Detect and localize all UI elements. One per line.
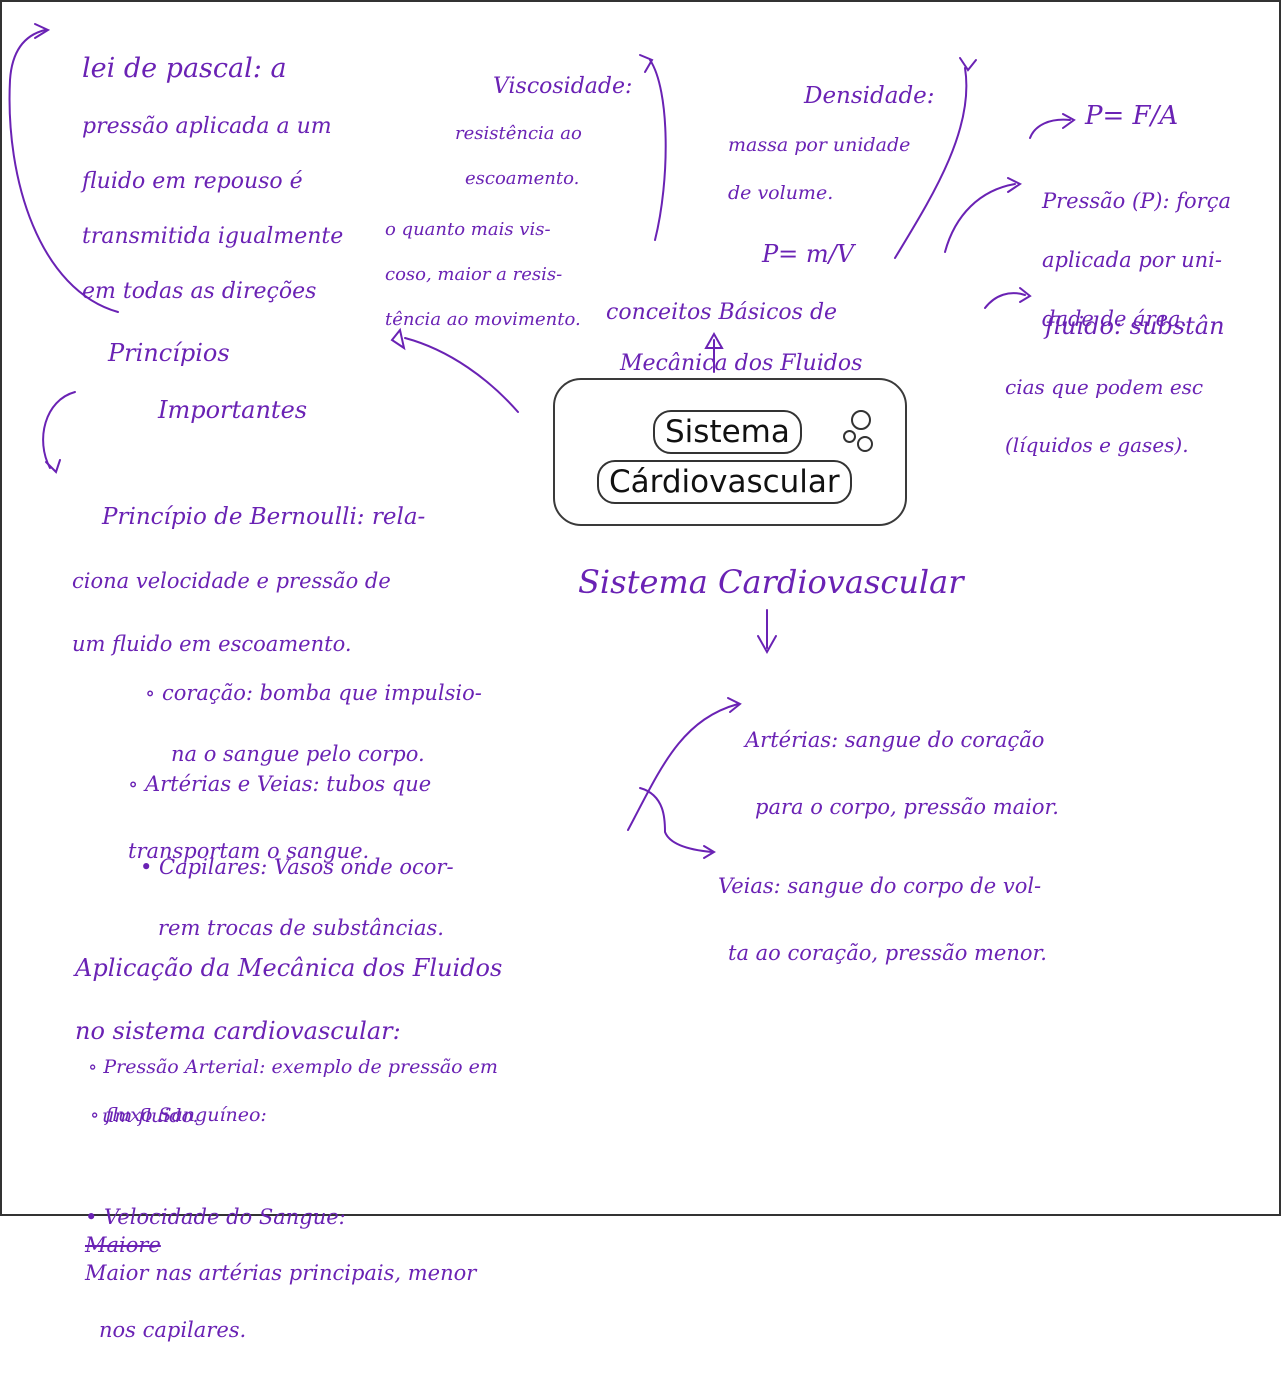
pressao-line-3: dade de área. xyxy=(1042,306,1188,331)
principios-line-2: Importantes xyxy=(158,396,308,425)
conceitos-line-1: conceitos Básicos de xyxy=(606,300,838,326)
notebook-page xyxy=(0,0,1281,1216)
central-topic-line-1: Sistema xyxy=(653,410,802,454)
veias-line-2: ta ao coração, pressão menor. xyxy=(728,940,1047,965)
veias-note: Veias: sangue do corpo de vol- ta ao cor… xyxy=(718,836,1047,1004)
pressao-arterial-line-2: um fluido. xyxy=(102,1105,199,1128)
fluido-line-1: fluido: substân xyxy=(1045,312,1225,340)
capilares-note: • Capilares: Vasos onde ocor- rem trocas… xyxy=(140,822,454,974)
coracao-note: ∘ coração: bomba que impulsio- na o sang… xyxy=(145,648,482,800)
fluido-line-3: (líquidos e gases). xyxy=(1005,432,1189,457)
principios-note: Princípios Importantes xyxy=(108,310,307,454)
viscosidade-line-3: o quanto mais vis- xyxy=(385,218,551,240)
pressao-arterial-line-1: ∘ Pressão Arterial: exemplo de pressão e… xyxy=(88,1055,498,1078)
viscosidade-title: Viscosidade: xyxy=(493,73,633,99)
velocidade-line-1: • Velocidade do Sangue: Maiore Maior nas… xyxy=(85,1174,1275,1287)
capilares-line-2: rem trocas de substâncias. xyxy=(158,916,444,941)
fluxo-note: ∘ fluxo Sanguíneo: xyxy=(90,1104,267,1126)
conceitos-line-2: Mecânica dos Fluidos xyxy=(620,350,863,376)
velocidade-note: • Velocidade do Sangue: Maiore Maior nas… xyxy=(85,1146,1275,1373)
viscosidade-line-1: resistência ao xyxy=(455,122,582,144)
viscosidade-note: Viscosidade: resistência ao escoamento. … xyxy=(385,50,655,354)
pressao-line-1: Pressão (P): força xyxy=(1042,189,1231,214)
fluido-note: fluido: substân cias que podem esc (líqu… xyxy=(1005,280,1277,489)
viscosidade-line-5: tência ao movimento. xyxy=(385,308,581,330)
coracao-line-2: na o sangue pelo corpo. xyxy=(171,742,425,767)
arterias-veias-line-1: ∘ Artérias e Veias: tubos que xyxy=(128,771,432,796)
central-topic-box: Sistema Cárdiovascular xyxy=(553,378,907,526)
principios-line-1: Princípios xyxy=(108,338,230,367)
aplicacao-line-2: no sistema cardiovascular: xyxy=(75,1016,401,1045)
densidade-title: Densidade: xyxy=(804,82,935,109)
conceitos-note: conceitos Básicos de Mecânica dos Fluido… xyxy=(598,275,862,401)
densidade-formula: P= m/V xyxy=(762,240,855,269)
densidade-note: Densidade: massa por unidade de volume. … xyxy=(728,58,988,293)
arterias-note: Artérias: sangue do coração para o corpo… xyxy=(745,690,1059,858)
bernoulli-line-2: ciona velocidade e pressão de xyxy=(72,568,391,593)
thought-bubble-medium xyxy=(857,436,873,452)
coracao-line-1: ∘ coração: bomba que impulsio- xyxy=(145,681,482,706)
arterias-veias-note: ∘ Artérias e Veias: tubos que transporta… xyxy=(128,734,431,902)
bernoulli-line-1: Princípio de Bernoulli: rela- xyxy=(102,503,426,530)
aplicacao-line-1: Aplicação da Mecânica dos Fluidos xyxy=(75,954,503,983)
velocidade-struck-word: Maiore xyxy=(85,1233,161,1258)
fluido-line-2: cias que podem esc xyxy=(1005,374,1204,399)
capilares-line-1: • Capilares: Vasos onde ocor- xyxy=(140,855,454,880)
pressao-note: Pressão (P): força aplicada por uni- dad… xyxy=(1042,158,1231,364)
sistema-cardiovascular-heading: Sistema Cardiovascular xyxy=(578,563,964,601)
thought-bubble-small xyxy=(843,430,856,443)
velocidade-prefix: • Velocidade do Sangue: xyxy=(85,1204,346,1229)
viscosidade-line-4: coso, maior a resis- xyxy=(385,263,563,285)
pressao-line-2: aplicada por uni- xyxy=(1042,248,1222,273)
bernoulli-note: Princípio de Bernoulli: rela- ciona velo… xyxy=(72,468,425,692)
central-topic-line-2: Cárdiovascular xyxy=(597,460,852,504)
thought-bubble-large xyxy=(851,410,871,430)
arterias-veias-line-2: transportam o sangue. xyxy=(128,838,370,863)
densidade-line-1: massa por unidade xyxy=(728,134,911,157)
velocidade-line-2: nos capilares. xyxy=(99,1318,247,1343)
viscosidade-line-2: escoamento. xyxy=(465,167,580,189)
arterias-line-2: para o corpo, pressão maior. xyxy=(755,794,1059,819)
velocidade-rest: Maior nas artérias principais, menor xyxy=(85,1261,477,1286)
bernoulli-line-3: um fluido em escoamento. xyxy=(72,631,352,656)
pascal-line-3: fluido em repouso é xyxy=(82,168,303,194)
pascal-line-1: lei de pascal: a xyxy=(82,52,287,84)
pressao-formula: P= F/A xyxy=(1085,101,1179,131)
arterias-line-1: Artérias: sangue do coração xyxy=(745,727,1045,752)
veias-line-1: Veias: sangue do corpo de vol- xyxy=(718,873,1042,898)
pascal-line-4: transmitida igualmente xyxy=(82,223,344,249)
pressao-arterial-note: ∘ Pressão Arterial: exemplo de pressão e… xyxy=(88,1030,498,1153)
densidade-line-2: de volume. xyxy=(728,181,834,204)
pascal-note: lei de pascal: a pressão aplicada a um f… xyxy=(82,24,343,333)
pascal-line-5: em todas as direções xyxy=(82,278,317,304)
pascal-line-2: pressão aplicada a um xyxy=(82,113,332,139)
aplicacao-heading: Aplicação da Mecânica dos Fluidos no sis… xyxy=(75,922,502,1078)
